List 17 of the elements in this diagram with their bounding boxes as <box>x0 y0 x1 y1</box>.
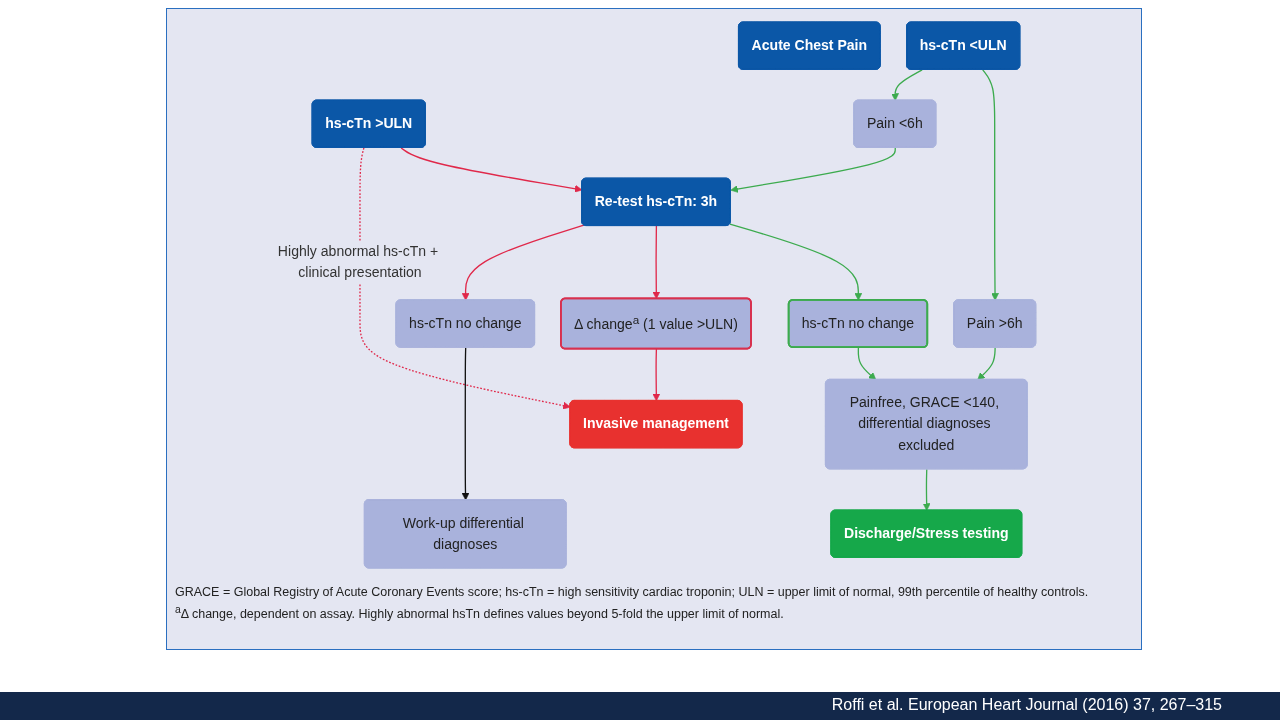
footnote: $^{a}$Δ change, dependent on assay. Highly abnormal hsTn defines values beyond 5-fold the upper limit of normal. <box>175 603 785 624</box>
arrow <box>857 346 877 381</box>
edge-label: Highly abnormal hs-cTn + clinical presentation <box>277 243 439 280</box>
arrow <box>652 348 661 402</box>
arrow <box>977 346 996 381</box>
arrow <box>982 69 999 301</box>
arrow <box>891 69 923 101</box>
arrow <box>729 223 863 301</box>
footnote: GRACE = Global Registry of Acute Coronary Events score; hs-cTn = high sensitivity cardiac troponin; ULN = upper limit of normal, 99th percentile of healthy controls. <box>175 584 1090 601</box>
arrow <box>652 225 661 300</box>
citation: Roffi et al. European Heart Journal (2016) 37, 267–315 <box>831 696 1222 714</box>
arrow <box>461 224 585 301</box>
arrow <box>359 147 571 410</box>
arrow <box>461 346 470 501</box>
arrow <box>400 147 583 193</box>
arrow <box>922 468 931 511</box>
arrow <box>730 147 896 193</box>
